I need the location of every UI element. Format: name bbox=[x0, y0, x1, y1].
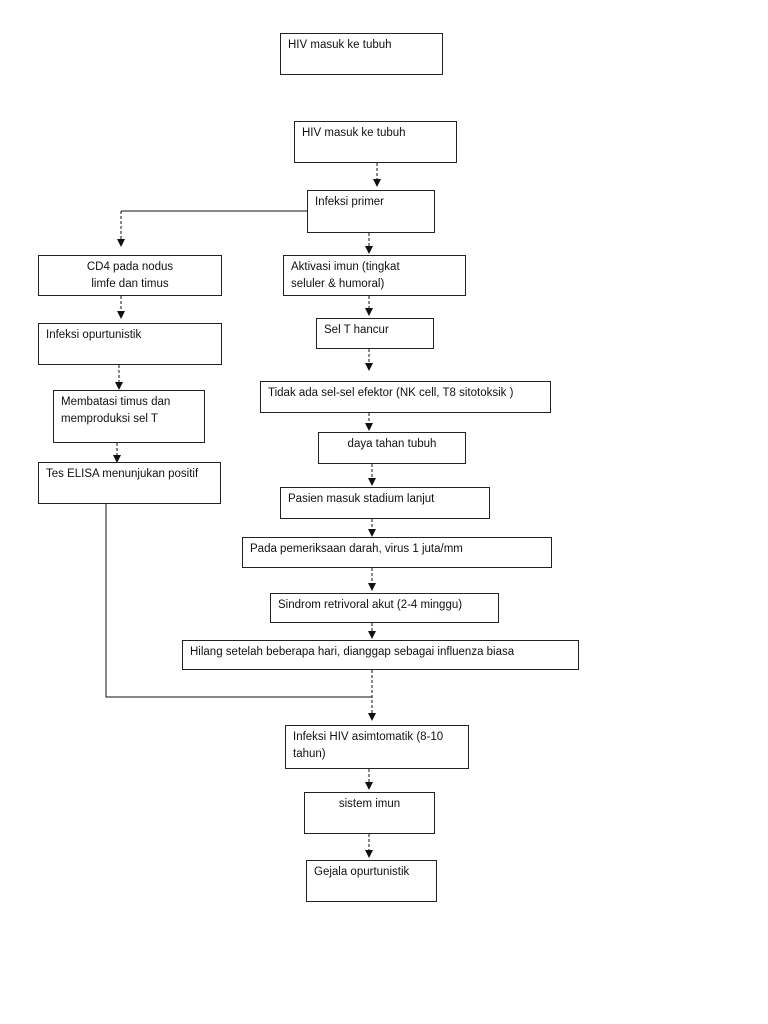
box-infeksi-hiv-asimtomatik: Infeksi HIV asimtomatik (8-10 tahun) bbox=[285, 725, 469, 769]
box-sel-t-hancur: Sel T hancur bbox=[316, 318, 434, 349]
box-sistem-imun: sistem imun bbox=[304, 792, 435, 834]
box-hilang-setelah: Hilang setelah beberapa hari, dianggap s… bbox=[182, 640, 579, 670]
box-pasien-stadium-lanjut: Pasien masuk stadium lanjut bbox=[280, 487, 490, 519]
box-aktivasi-imun: Aktivasi imun (tingkat seluler & humoral… bbox=[283, 255, 466, 296]
box-tidak-ada-sel-efektor: Tidak ada sel-sel efektor (NK cell, T8 s… bbox=[260, 381, 551, 413]
box-hiv-masuk-top: HIV masuk ke tubuh bbox=[280, 33, 443, 75]
box-daya-tahan-tubuh: daya tahan tubuh bbox=[318, 432, 466, 464]
box-sindrom-retrivoral: Sindrom retrivoral akut (2-4 minggu) bbox=[270, 593, 499, 623]
box-infeksi-primer: Infeksi primer bbox=[307, 190, 435, 233]
box-cd4-nodus-limfe: CD4 pada nodus limfe dan timus bbox=[38, 255, 222, 296]
box-infeksi-opurtunistik: Infeksi opurtunistik bbox=[38, 323, 222, 365]
merge-line bbox=[105, 504, 372, 698]
box-gejala-opurtunistik: Gejala opurtunistik bbox=[306, 860, 437, 902]
box-hiv-masuk: HIV masuk ke tubuh bbox=[294, 121, 457, 163]
box-tes-elisa: Tes ELISA menunjukan positif bbox=[38, 462, 221, 504]
box-membatasi-timus: Membatasi timus dan memproduksi sel T bbox=[53, 390, 205, 443]
box-pemeriksaan-darah: Pada pemeriksaan darah, virus 1 juta/mm bbox=[242, 537, 552, 568]
